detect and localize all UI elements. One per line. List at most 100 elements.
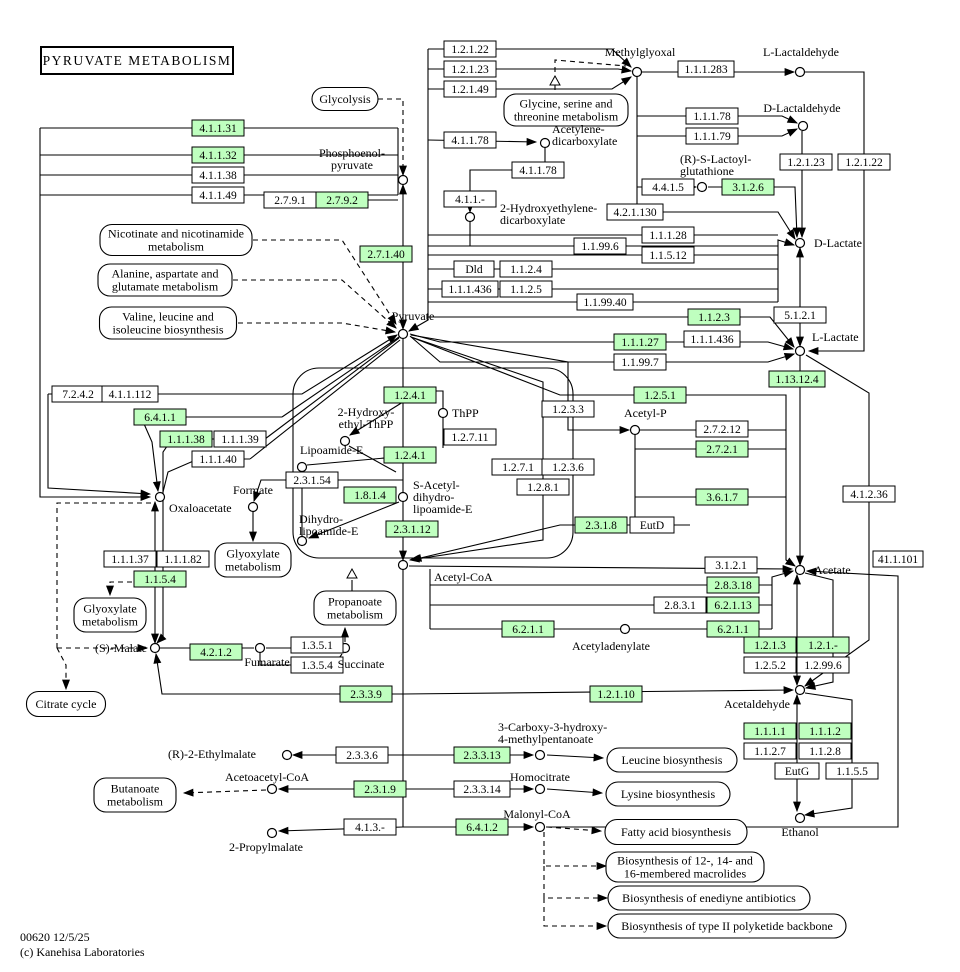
pathway-link-fatty-acid-biosynthesis[interactable]: Fatty acid biosynthesis bbox=[604, 818, 748, 846]
compound-node-d-lactaldehyde[interactable] bbox=[797, 120, 809, 132]
compound-node-d-lactate[interactable] bbox=[794, 237, 806, 249]
enzyme-box-1.1.1.78[interactable]: 1.1.1.78 bbox=[685, 107, 739, 125]
compound-node-oxaloacetate[interactable] bbox=[154, 491, 166, 503]
enzyme-box-2.3.3.13[interactable]: 2.3.3.13 bbox=[453, 746, 511, 764]
enzyme-box-2.3.1.9[interactable]: 2.3.1.9 bbox=[353, 780, 407, 798]
compound-node-thpp[interactable] bbox=[437, 407, 449, 419]
enzyme-box-1.2.3.6[interactable]: 1.2.3.6 bbox=[541, 458, 595, 476]
enzyme-box-1.2.7.11[interactable]: 1.2.7.11 bbox=[443, 428, 497, 446]
enzyme-box-4.1.1.32[interactable]: 4.1.1.32 bbox=[191, 146, 245, 164]
enzyme-box-1.1.5.4[interactable]: 1.1.5.4 bbox=[133, 570, 187, 588]
compound-node-s-acetyl-dihydrolipoamide-e[interactable] bbox=[397, 491, 409, 503]
pathway-link-macrolide-biosynthesis[interactable]: Biosynthesis of 12-, 14- and16-membered … bbox=[605, 851, 765, 883]
enzyme-box-41.1.101[interactable]: 41.1.101 bbox=[872, 550, 924, 568]
compound-node-l-lactate[interactable] bbox=[794, 345, 806, 357]
compound-node-r-s-lactoyl-glutathione[interactable] bbox=[696, 181, 708, 193]
enzyme-box-4.1.2.36[interactable]: 4.1.2.36 bbox=[842, 485, 896, 503]
enzyme-box-3.6.1.7[interactable]: 3.6.1.7 bbox=[695, 488, 749, 506]
pathway-link-leucine-biosynthesis[interactable]: Leucine biosynthesis bbox=[606, 747, 738, 773]
enzyme-box-2.3.1.12[interactable]: 2.3.1.12 bbox=[385, 520, 439, 538]
enzyme-box-1.2.4.1[interactable]: 1.2.4.1 bbox=[383, 446, 437, 464]
enzyme-box-1.2.1.49[interactable]: 1.2.1.49 bbox=[443, 80, 497, 98]
compound-node-2-propylmalate[interactable] bbox=[266, 827, 278, 839]
enzyme-box-1.1.2.4[interactable]: 1.1.2.4 bbox=[499, 260, 553, 278]
compound-node-ethanol[interactable] bbox=[794, 812, 806, 824]
enzyme-box-6.4.1.2[interactable]: 6.4.1.2 bbox=[455, 818, 509, 836]
enzyme-box-1.8.1.4[interactable]: 1.8.1.4 bbox=[343, 486, 397, 504]
enzyme-box-1.1.99.7[interactable]: 1.1.99.7 bbox=[613, 353, 667, 371]
enzyme-box-EutG[interactable]: EutG bbox=[774, 762, 820, 780]
compound-node-homocitrate[interactable] bbox=[534, 783, 546, 795]
compound-node-r-2-ethylmalate[interactable] bbox=[281, 749, 293, 761]
compound-node-acetate[interactable] bbox=[794, 564, 806, 576]
compound-node-2-hydroxyethylene-dicarboxylate[interactable] bbox=[464, 211, 476, 223]
compound-node-fumarate[interactable] bbox=[254, 642, 266, 654]
enzyme-box-1.2.5.1[interactable]: 1.2.5.1 bbox=[633, 386, 687, 404]
compound-node-3-carboxy-3-hydroxy-4-methylpentanoate[interactable] bbox=[534, 749, 546, 761]
enzyme-box-2.7.9.1[interactable]: 2.7.9.1 bbox=[263, 191, 317, 209]
compound-node-pyruvate[interactable] bbox=[397, 328, 409, 340]
enzyme-box-1.3.5.1[interactable]: 1.3.5.1 bbox=[290, 636, 344, 654]
enzyme-box-4.1.1.78[interactable]: 4.1.1.78 bbox=[511, 161, 565, 179]
enzyme-box-1.2.1.3[interactable]: 1.2.1.3 bbox=[743, 636, 797, 654]
enzyme-box-1.1.1.27[interactable]: 1.1.1.27 bbox=[613, 333, 667, 351]
compound-node-malonyl-coa[interactable] bbox=[534, 821, 546, 833]
enzyme-box-4.1.1.49[interactable]: 4.1.1.49 bbox=[191, 186, 245, 204]
compound-node-dihydrolipoamide-e[interactable] bbox=[296, 535, 308, 547]
pathway-link-citrate-cycle[interactable]: Citrate cycle bbox=[25, 690, 107, 718]
enzyme-box-6.2.1.1[interactable]: 6.2.1.1 bbox=[706, 620, 760, 638]
enzyme-box-1.2.3.3[interactable]: 1.2.3.3 bbox=[541, 400, 595, 418]
enzyme-box-1.1.1.2[interactable]: 1.1.1.2 bbox=[798, 722, 852, 740]
compound-node-l-lactaldehyde[interactable] bbox=[794, 66, 806, 78]
enzyme-box-2.3.1.8[interactable]: 2.3.1.8 bbox=[574, 516, 628, 534]
enzyme-box-4.1.1.112[interactable]: 4.1.1.112 bbox=[101, 385, 159, 403]
enzyme-box-2.3.1.54[interactable]: 2.3.1.54 bbox=[285, 471, 339, 489]
compound-node-acetylene-dicarboxylate[interactable] bbox=[539, 137, 551, 149]
enzyme-box-1.2.7.1[interactable]: 1.2.7.1 bbox=[491, 458, 545, 476]
enzyme-box-7.2.4.2[interactable]: 7.2.4.2 bbox=[51, 385, 105, 403]
enzyme-box-1.1.1.82[interactable]: 1.1.1.82 bbox=[156, 550, 210, 568]
pathway-link-enediyne-biosynthesis[interactable]: Biosynthesis of enediyne antibiotics bbox=[607, 885, 811, 911]
enzyme-box-1.1.99.40[interactable]: 1.1.99.40 bbox=[576, 293, 634, 311]
enzyme-box-4.1.3.-[interactable]: 4.1.3.- bbox=[343, 818, 397, 836]
enzyme-box-6.2.1.13[interactable]: 6.2.1.13 bbox=[706, 596, 760, 614]
enzyme-box-2.7.1.40[interactable]: 2.7.1.40 bbox=[359, 245, 413, 263]
enzyme-box-4.2.1.2[interactable]: 4.2.1.2 bbox=[189, 643, 243, 661]
compound-node-acetaldehyde[interactable] bbox=[794, 684, 806, 696]
enzyme-box-1.1.1.28[interactable]: 1.1.1.28 bbox=[641, 226, 695, 244]
enzyme-box-1.1.1.79[interactable]: 1.1.1.79 bbox=[685, 127, 739, 145]
enzyme-box-1.1.2.8[interactable]: 1.1.2.8 bbox=[798, 742, 852, 760]
pathway-link-glycolysis[interactable]: Glycolysis bbox=[311, 86, 379, 112]
enzyme-box-2.7.2.1[interactable]: 2.7.2.1 bbox=[695, 440, 749, 458]
enzyme-box-1.2.1.23[interactable]: 1.2.1.23 bbox=[443, 60, 497, 78]
enzyme-box-4.1.1.78[interactable]: 4.1.1.78 bbox=[443, 131, 497, 149]
enzyme-box-6.4.1.1[interactable]: 6.4.1.1 bbox=[133, 408, 187, 426]
compound-node-acetyl-coa[interactable] bbox=[397, 559, 409, 571]
enzyme-box-2.8.3.18[interactable]: 2.8.3.18 bbox=[706, 576, 760, 594]
enzyme-box-1.2.8.1[interactable]: 1.2.8.1 bbox=[516, 478, 570, 496]
compound-node-lipoamide-e[interactable] bbox=[296, 461, 308, 473]
enzyme-box-4.4.1.5[interactable]: 4.4.1.5 bbox=[641, 178, 695, 196]
enzyme-box-4.1.1.-[interactable]: 4.1.1.- bbox=[443, 190, 497, 208]
enzyme-box-1.1.1.39[interactable]: 1.1.1.39 bbox=[213, 430, 267, 448]
enzyme-box-4.2.1.130[interactable]: 4.2.1.130 bbox=[606, 203, 664, 221]
enzyme-box-2.3.3.14[interactable]: 2.3.3.14 bbox=[453, 780, 511, 798]
enzyme-box-3.1.2.6[interactable]: 3.1.2.6 bbox=[721, 178, 775, 196]
enzyme-box-1.1.2.3[interactable]: 1.1.2.3 bbox=[687, 308, 741, 326]
enzyme-box-1.1.5.5[interactable]: 1.1.5.5 bbox=[825, 762, 879, 780]
enzyme-box-6.2.1.1[interactable]: 6.2.1.1 bbox=[501, 620, 555, 638]
enzyme-box-2.7.9.2[interactable]: 2.7.9.2 bbox=[315, 191, 369, 209]
enzyme-box-1.2.1.22[interactable]: 1.2.1.22 bbox=[837, 153, 891, 171]
pathway-link-polyketide-biosynthesis[interactable]: Biosynthesis of type II polyketide backb… bbox=[607, 913, 847, 939]
enzyme-box-2.3.3.9[interactable]: 2.3.3.9 bbox=[339, 685, 393, 703]
enzyme-box-1.2.4.1[interactable]: 1.2.4.1 bbox=[383, 386, 437, 404]
enzyme-box-4.1.1.31[interactable]: 4.1.1.31 bbox=[191, 119, 245, 137]
enzyme-box-1.1.5.12[interactable]: 1.1.5.12 bbox=[641, 246, 695, 264]
enzyme-box-1.1.2.7[interactable]: 1.1.2.7 bbox=[743, 742, 797, 760]
compound-node-acetyl-p[interactable] bbox=[629, 424, 641, 436]
